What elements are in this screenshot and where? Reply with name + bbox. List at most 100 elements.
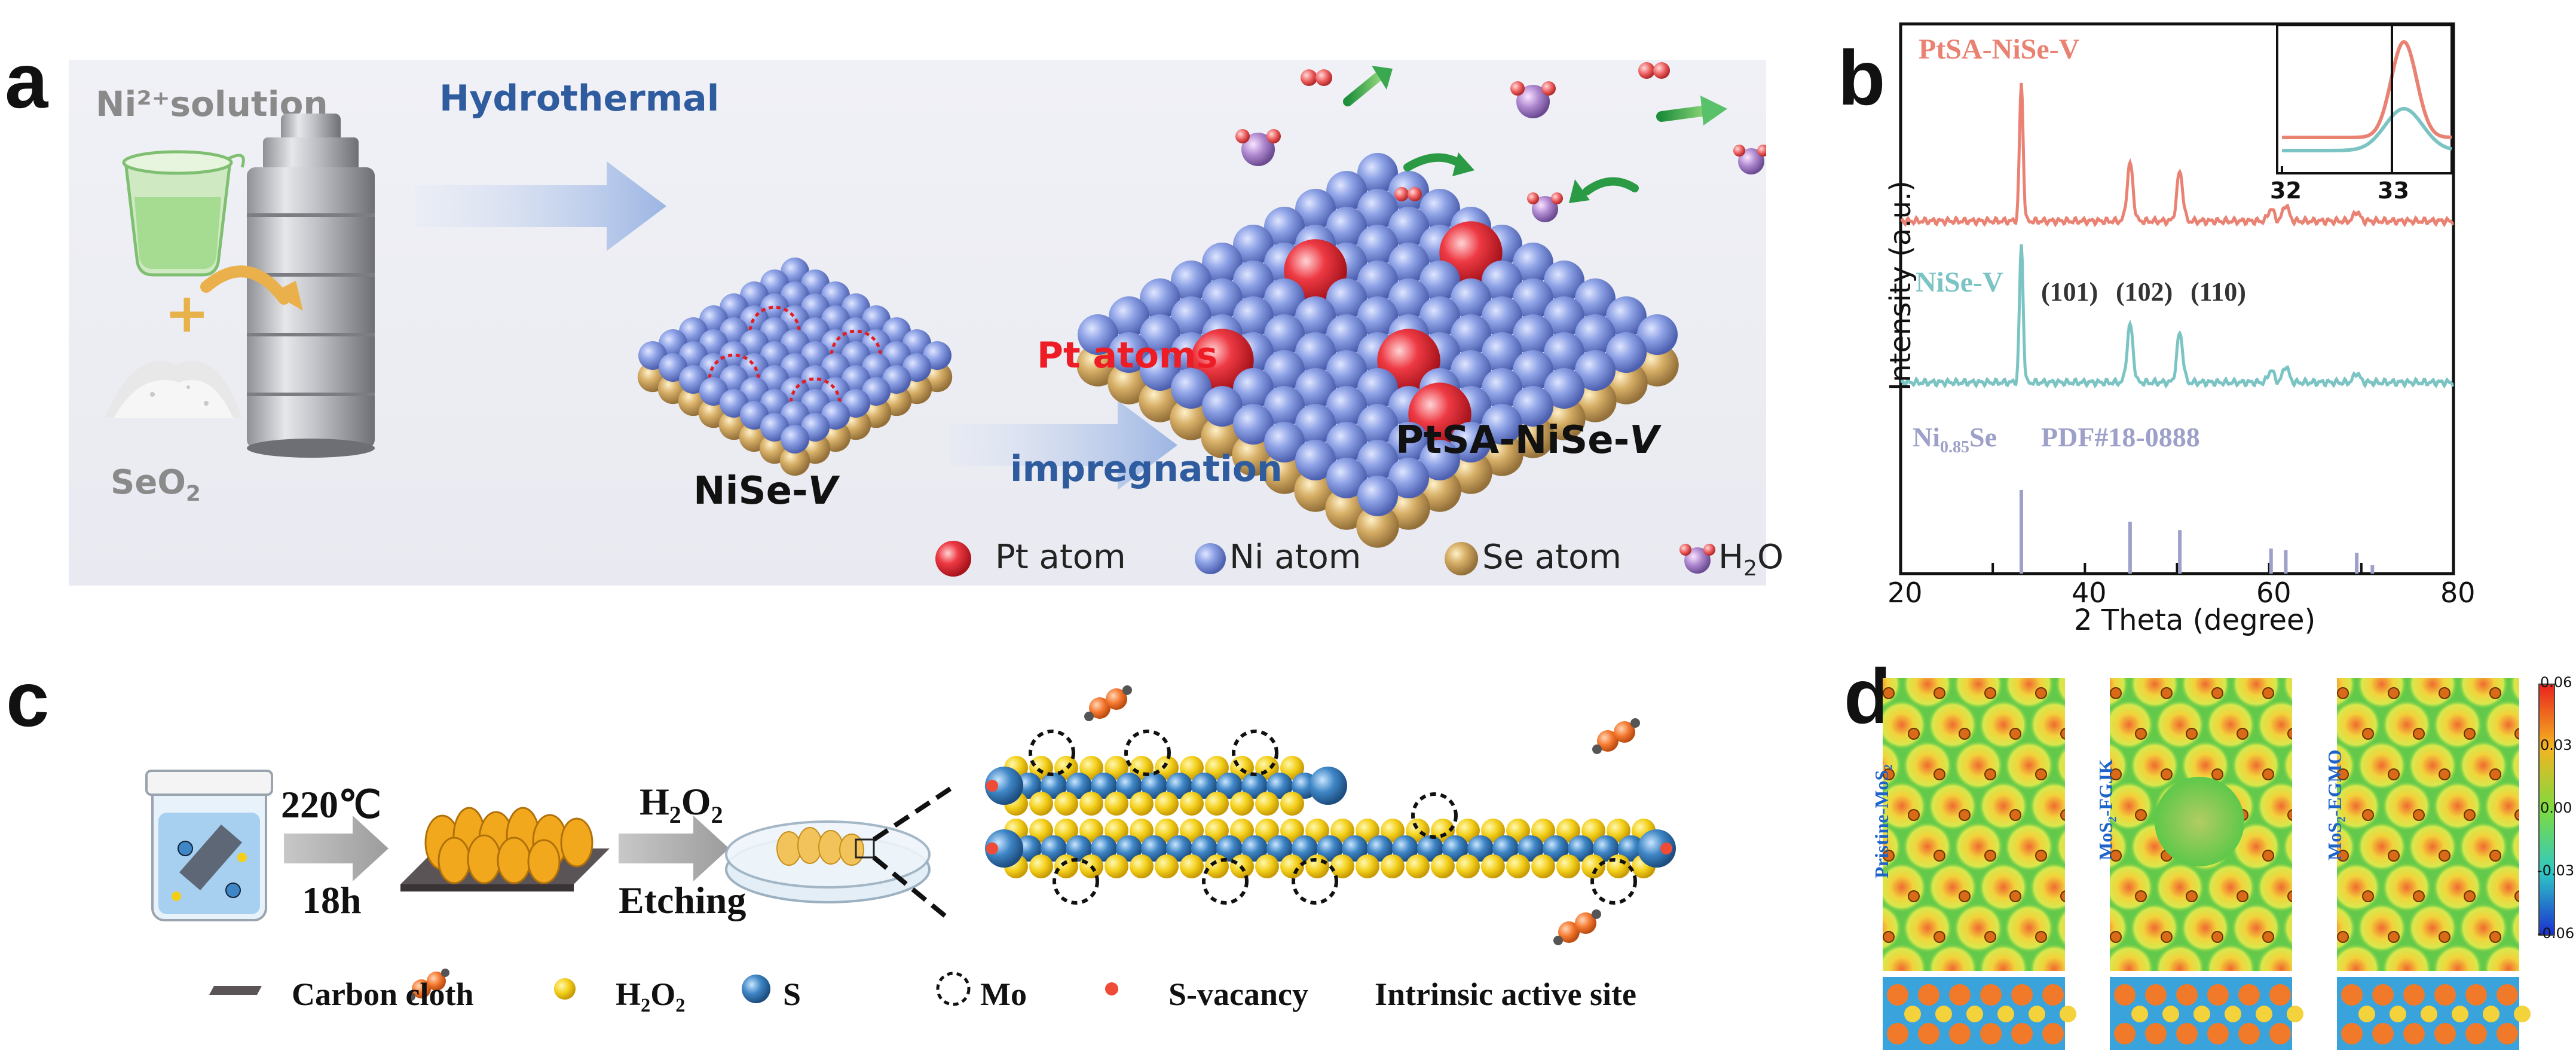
s-atom [1054, 792, 1078, 816]
charge-density-map [2306, 672, 2576, 994]
inset-plot [2277, 25, 2452, 173]
inset-tick-33: 33 [2378, 177, 2409, 204]
reference-phase-label: Ni0.85Se [1913, 421, 1997, 457]
zoom-line-top [874, 789, 950, 840]
colorbar-tick-2: 0.03 [2540, 737, 2572, 753]
temperature-label: 220℃ [281, 783, 381, 827]
s-atom [1531, 854, 1555, 878]
active-site-dot [1660, 842, 1672, 854]
active-site-dot [986, 842, 998, 854]
ptsa-series-label: PtSA-NiSe-V [1919, 33, 2079, 66]
s-atom [1356, 854, 1379, 878]
o2-molecule-icon [1301, 69, 1332, 86]
ni-atom [781, 425, 809, 454]
mos2-layers [985, 685, 1676, 945]
legend-ni-label: Ni atom [1229, 538, 1361, 577]
s-atom [1381, 854, 1405, 878]
s-atom [1230, 792, 1254, 816]
s-atom [1054, 854, 1078, 878]
s-atom [1431, 854, 1455, 878]
mo-atom [1309, 767, 1347, 805]
charge-density-map [1877, 672, 2130, 994]
hydrothermal-arrow [415, 161, 666, 251]
map-label-fgjk: MoS₂-FGJK [2095, 693, 2117, 860]
nise-v-label: NiSe-V [693, 469, 837, 513]
inset-tick-32: 32 [2270, 177, 2302, 204]
panel-d-maps [1877, 672, 2576, 1057]
legend-carbon-cloth-label: Carbon cloth [292, 976, 474, 1013]
hydrothermal-label: Hydrothermal [439, 78, 719, 120]
legend-s-label: S [783, 976, 801, 1013]
s-atom [1330, 854, 1354, 878]
s-atom [1130, 792, 1154, 816]
s-atom [1456, 854, 1480, 878]
x-ticks [1901, 563, 2453, 574]
s-atom [1506, 854, 1530, 878]
map-label-egmo: MoS₂-EGMO [2324, 693, 2346, 860]
green-arrow-icon [1662, 96, 1727, 125]
nise-series-label: NiSe-V [1916, 266, 2003, 299]
colorbar-tick-bottom: -0.06 [2537, 925, 2574, 942]
h2o-molecule-icon [1527, 192, 1563, 222]
s-atom [1205, 792, 1229, 816]
ni-atom [1357, 476, 1398, 516]
s-atom [1155, 792, 1179, 816]
beaker-icon [124, 152, 243, 275]
s-atom [1280, 792, 1304, 816]
xrd-chart [1895, 12, 2576, 639]
x-tick-80: 80 [2440, 577, 2476, 609]
legend-pt-label: Pt atom [995, 538, 1126, 577]
nise-v-slab [638, 258, 952, 476]
colorbar-tick-mid: 0.00 [2540, 799, 2572, 816]
legend-h2o-label: H2O [1718, 538, 1783, 581]
o2-molecule-icon [1638, 62, 1670, 79]
h2o2-molecule-icon [1553, 909, 1601, 945]
s-atom [1607, 854, 1630, 878]
legend-ni-sphere [1195, 543, 1226, 574]
legend-vacancy-icon [938, 973, 969, 1004]
legend-vacancy-label: S-vacancy [1168, 976, 1308, 1013]
s-atom [1180, 854, 1204, 878]
s-atom [1481, 854, 1505, 878]
s-atom [1280, 854, 1304, 878]
legend-s-sphere [554, 978, 576, 1000]
x-axis-label: 2 Theta (degree) [2074, 603, 2315, 637]
peak-label-110: (110) [2190, 277, 2246, 307]
green-arrow-icon [1408, 152, 1474, 176]
s-atom [1255, 792, 1279, 816]
h2o-molecule-icon [1510, 81, 1556, 118]
s-atom [1305, 854, 1329, 878]
legend-active-site-label: Intrinsic active site [1375, 976, 1636, 1013]
ptsa-nise-v-label: PtSA-NiSe-V [1396, 418, 1659, 462]
colorbar-tick-top: 0.06 [2540, 674, 2572, 691]
legend-active-site-icon [1105, 982, 1118, 995]
h2o-molecule-icon [1733, 145, 1766, 174]
reaction-jar-icon [146, 771, 272, 920]
h2o-molecule-icon [1235, 129, 1281, 166]
legend-carbon-cloth-icon [209, 986, 262, 995]
panel-b-letter: b [1838, 39, 1885, 117]
s-atom [1180, 792, 1204, 816]
map-label-pristine: Pristine-MoS₂ [1871, 699, 1893, 878]
charge-density-map [2079, 672, 2357, 994]
legend-h2o-icon [1679, 544, 1715, 574]
peak-label-102: (102) [2116, 277, 2173, 307]
s-atom [1556, 854, 1580, 878]
green-arrow-icon [1348, 66, 1393, 102]
panel-a-illustration: + [69, 60, 1766, 586]
etching-label: Etching [619, 878, 746, 923]
h2o2-label: H2O2 [640, 780, 723, 829]
h2o2-molecule-icon [1084, 685, 1132, 721]
legend-mo-label: Mo [980, 976, 1027, 1013]
legend-se-sphere [1445, 542, 1478, 575]
active-site-dot [986, 780, 998, 792]
s-atom [1029, 854, 1053, 878]
y-axis-label: Intensity (a.u.) [1884, 166, 1917, 405]
s-atom [1130, 854, 1154, 878]
peak-label-101: (101) [2041, 277, 2098, 307]
s-atom [1105, 854, 1128, 878]
s-atom [1105, 792, 1128, 816]
s-atom [1255, 854, 1279, 878]
s-atom [1406, 854, 1430, 878]
s-atom [1581, 854, 1605, 878]
